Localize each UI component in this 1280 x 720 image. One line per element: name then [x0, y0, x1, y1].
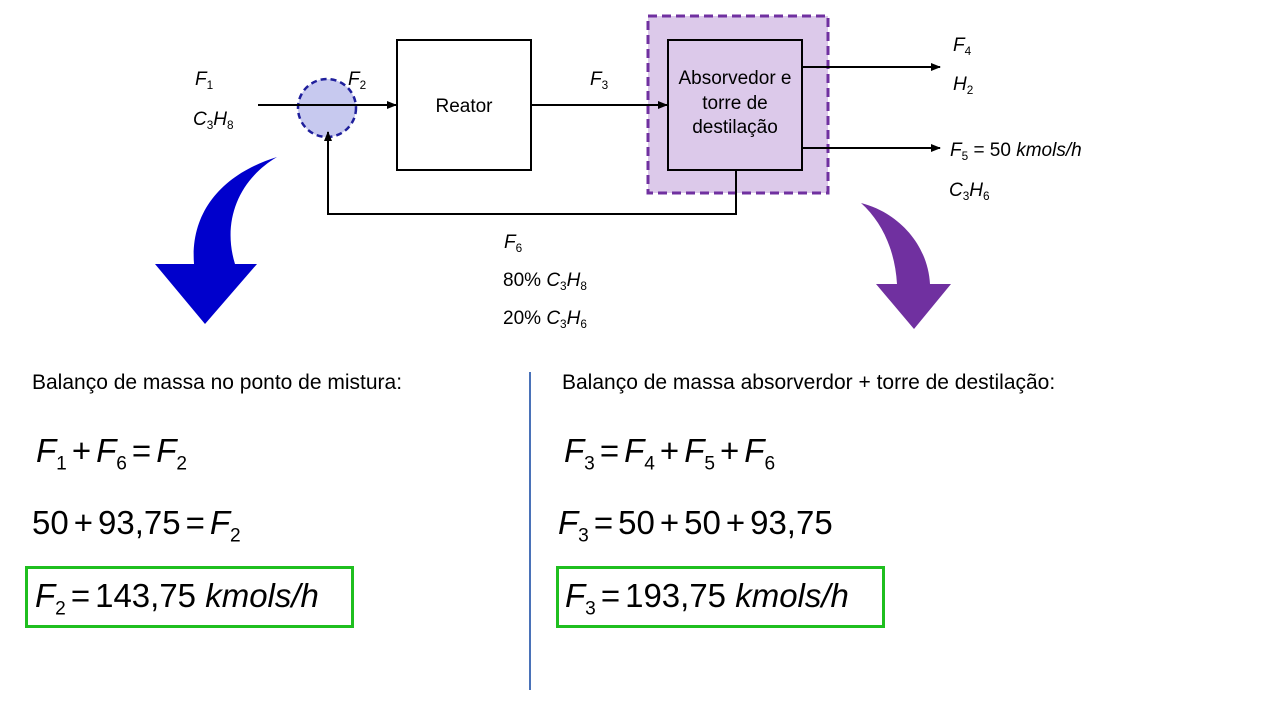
- reactor-unit: [396, 39, 532, 171]
- right-section-title: Balanço de massa absorverdor + torre de …: [562, 371, 1056, 394]
- reactor-label: Reator: [435, 96, 493, 117]
- left-equation-2: 50+93,75=F2: [32, 504, 241, 547]
- right-equation-2: F3=50+50+93,75: [558, 504, 833, 547]
- left-curved-arrow-icon: [155, 157, 277, 324]
- stream-f4-species: H2: [953, 74, 974, 98]
- stream-f6-composition-2: 20% C3H6: [503, 308, 587, 332]
- right-curved-arrow-icon: [861, 203, 951, 329]
- stream-f4-label: F4: [953, 35, 972, 59]
- right-result-box: [556, 566, 885, 628]
- stream-f1-species: C3H8: [193, 109, 234, 133]
- right-result-equation: F3=193,75 kmols/h: [565, 577, 849, 620]
- separator-label: Absorvedor e torre de destilação: [678, 68, 792, 139]
- right-equation-1: F3=F4+F5+F6: [564, 432, 776, 475]
- stream-f3-label: F3: [590, 69, 609, 93]
- left-result-box: [25, 566, 354, 628]
- left-section-title: Balanço de massa no ponto de mistura:: [32, 371, 403, 394]
- separator-unit: [667, 39, 803, 171]
- section-divider: [529, 372, 531, 690]
- left-result-equation: F2=143,75 kmols/h: [35, 577, 319, 620]
- stream-f1-label: F1: [195, 69, 214, 93]
- stream-f5-species: C3H6: [949, 180, 990, 204]
- stream-f2-label: F2: [348, 69, 367, 93]
- stream-f6-composition-1: 80% C3H8: [503, 270, 587, 294]
- stream-f5-label: F5 = 50 kmols/h: [950, 140, 1082, 164]
- stream-f6-recycle-line: [324, 131, 737, 215]
- left-equation-1: F1+F6=F2: [36, 432, 187, 475]
- stream-f6-label: F6: [504, 232, 523, 256]
